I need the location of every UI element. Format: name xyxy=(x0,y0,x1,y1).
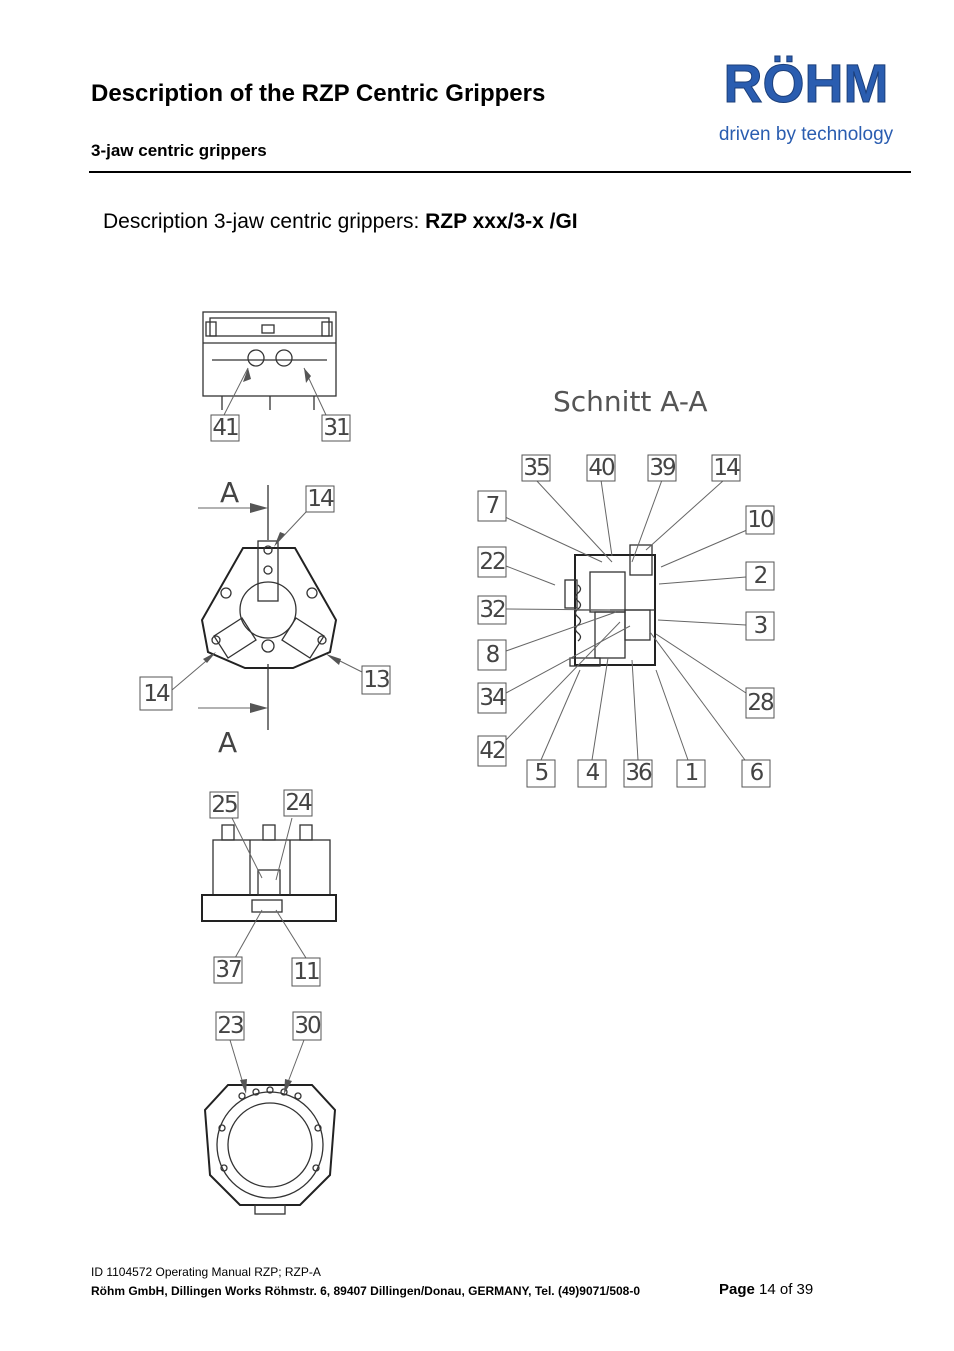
description-line: Description 3-jaw centric grippers: RZP … xyxy=(103,210,578,234)
callout-6: 6 xyxy=(741,759,771,788)
svg-text:34: 34 xyxy=(479,685,506,711)
svg-text:22: 22 xyxy=(479,549,505,575)
footer-company: Röhm GmbH, Dillingen Works Röhmstr. 6, 8… xyxy=(91,1284,641,1298)
logo-wordmark: RÖHM xyxy=(724,54,889,114)
callout-30: 30 xyxy=(292,1011,323,1041)
callout-42: 42 xyxy=(477,735,507,767)
svg-text:24: 24 xyxy=(285,790,312,816)
section-marker-bottom: A xyxy=(218,726,237,759)
page-subtitle: 3-jaw centric grippers xyxy=(91,141,267,160)
svg-text:13: 13 xyxy=(363,667,389,693)
header-divider xyxy=(89,171,911,173)
callout-32: 32 xyxy=(477,595,507,625)
svg-text:30: 30 xyxy=(294,1013,321,1039)
footer-page-value: 14 of 39 xyxy=(754,1281,814,1298)
svg-text:3: 3 xyxy=(754,613,767,639)
callout-1: 1 xyxy=(676,759,706,788)
callout-39: 39 xyxy=(647,454,678,482)
svg-text:35: 35 xyxy=(523,455,549,481)
callout-31: 31 xyxy=(321,414,351,442)
svg-text:36: 36 xyxy=(625,760,652,786)
svg-text:2: 2 xyxy=(754,563,767,589)
svg-text:32: 32 xyxy=(479,597,505,623)
svg-text:10: 10 xyxy=(747,507,774,533)
svg-text:6: 6 xyxy=(750,760,764,786)
callout-25: 25 xyxy=(209,791,239,819)
callout-14-section: 14 xyxy=(711,454,742,482)
svg-text:31: 31 xyxy=(323,415,349,441)
svg-text:1: 1 xyxy=(685,760,698,786)
callout-7: 7 xyxy=(477,490,507,522)
callout-28: 28 xyxy=(745,687,776,719)
svg-text:14: 14 xyxy=(713,455,740,481)
side-view: 25 24 37 11 xyxy=(201,789,337,987)
callout-5: 5 xyxy=(526,759,556,788)
callout-35: 35 xyxy=(521,454,551,482)
callout-22: 22 xyxy=(477,546,507,578)
footer-page-label: Page xyxy=(719,1281,755,1298)
callout-36: 36 xyxy=(623,759,654,788)
svg-text:25: 25 xyxy=(211,792,237,818)
svg-text:5: 5 xyxy=(535,760,548,786)
section-view: Schnitt A-A xyxy=(477,385,776,788)
svg-text:14: 14 xyxy=(143,681,170,707)
svg-text:28: 28 xyxy=(747,690,774,716)
svg-text:14: 14 xyxy=(307,486,334,512)
logo-tagline: driven by technology xyxy=(719,124,894,145)
callout-2: 2 xyxy=(745,561,775,591)
description-prefix: Description 3-jaw centric grippers: xyxy=(103,210,426,233)
page-title: Description of the RZP Centric Grippers xyxy=(91,80,546,107)
callout-34: 34 xyxy=(477,682,508,714)
callout-3: 3 xyxy=(745,611,775,641)
svg-text:7: 7 xyxy=(486,493,499,519)
section-marker-top: A xyxy=(220,476,239,509)
callout-24: 24 xyxy=(283,789,314,817)
svg-text:4: 4 xyxy=(586,760,600,786)
bottom-view: 23 30 xyxy=(203,1011,337,1215)
callout-4: 4 xyxy=(577,759,607,788)
svg-text:8: 8 xyxy=(486,642,500,668)
callout-13: 13 xyxy=(361,665,391,695)
callout-23: 23 xyxy=(215,1011,245,1041)
description-model: RZP xxx/3-x /GI xyxy=(425,210,578,233)
svg-text:11: 11 xyxy=(293,959,319,985)
svg-text:39: 39 xyxy=(649,455,676,481)
top-view: 41 31 xyxy=(202,311,351,442)
footer-doc-id: ID 1104572 Operating Manual RZP; RZP-A xyxy=(91,1265,321,1279)
front-view: A A 14 14 13 xyxy=(139,476,391,759)
callout-40: 40 xyxy=(586,454,617,482)
callout-11: 11 xyxy=(291,957,321,987)
rohm-logo: RÖHM driven by technology xyxy=(719,54,894,146)
svg-text:41: 41 xyxy=(212,415,238,441)
svg-text:40: 40 xyxy=(588,455,615,481)
svg-text:23: 23 xyxy=(217,1013,243,1039)
section-title: Schnitt A-A xyxy=(553,385,707,418)
callout-14-front-top: 14 xyxy=(305,485,336,513)
callout-8: 8 xyxy=(477,639,507,671)
callout-41: 41 xyxy=(210,414,240,442)
callout-37: 37 xyxy=(213,956,243,984)
callout-14-front-left: 14 xyxy=(139,676,173,711)
svg-text:37: 37 xyxy=(215,957,241,983)
svg-text:42: 42 xyxy=(479,738,505,764)
callout-10: 10 xyxy=(745,505,776,535)
footer-page-number: Page 14 of 39 xyxy=(719,1281,813,1298)
